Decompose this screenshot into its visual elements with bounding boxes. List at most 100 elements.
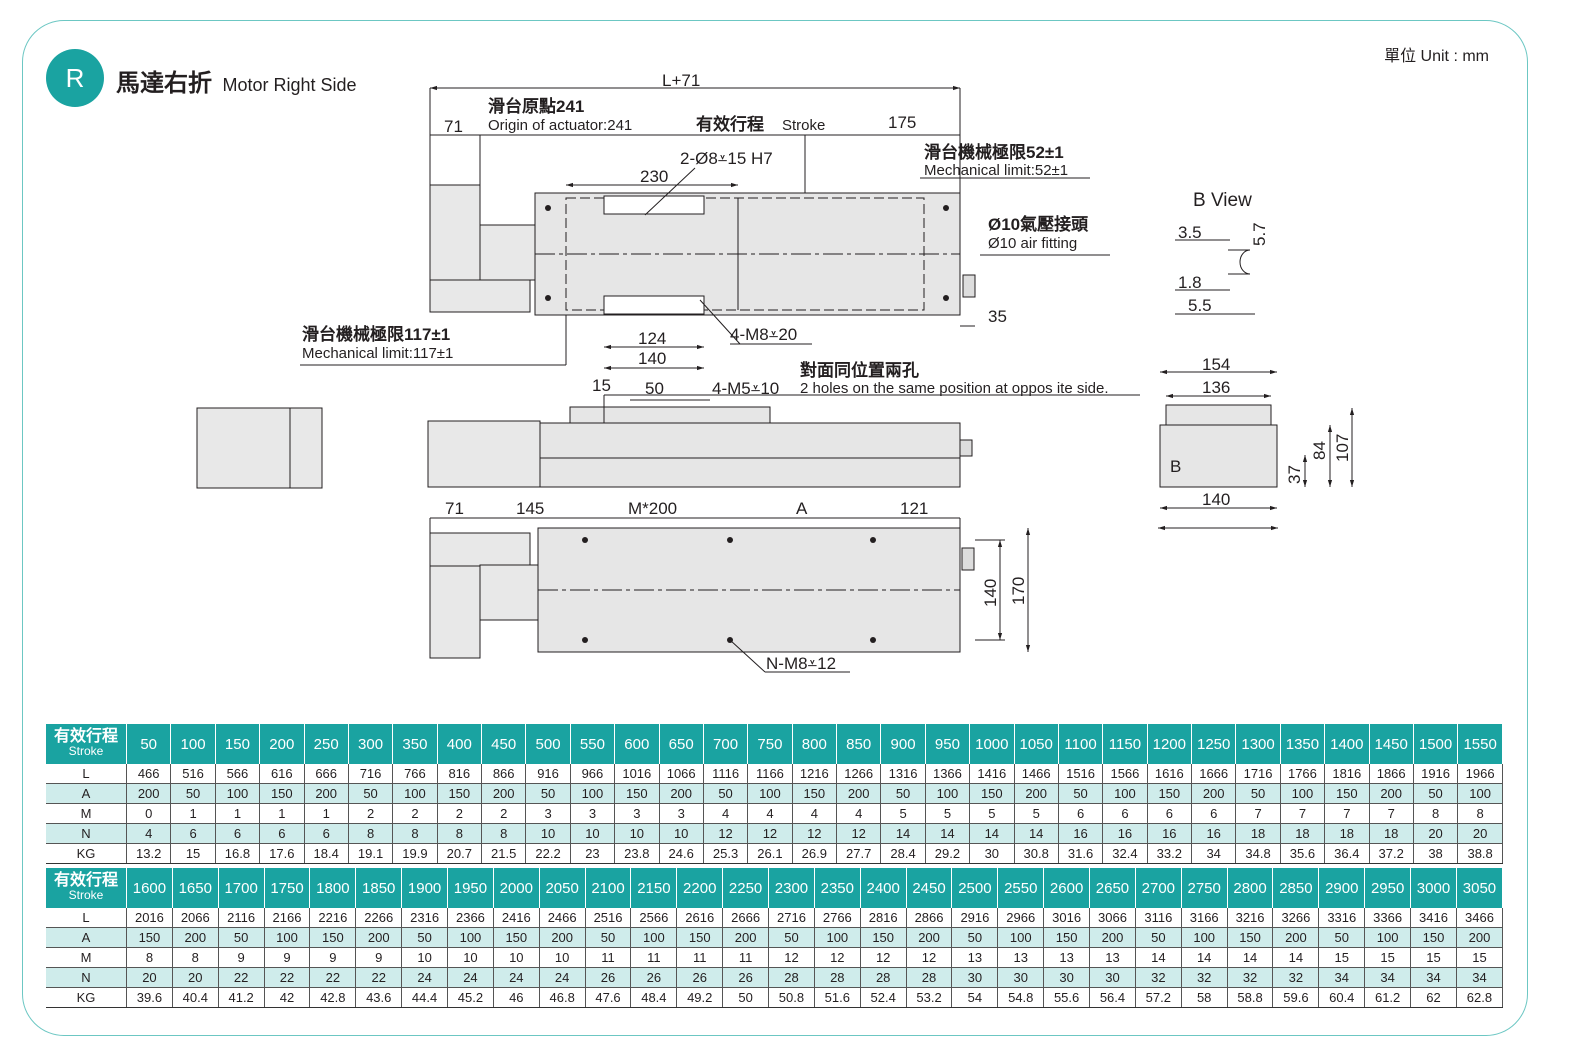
table-cell: 6 [215,823,261,844]
title-zh: 馬達右折 [116,70,212,97]
carriage-slot-top [603,195,705,215]
table-cell: 18.4 [304,843,349,864]
row-label: M [46,803,127,824]
table-cell: 20 [1413,823,1459,844]
label-p71: 71 [445,499,464,518]
table-cell: 13 [997,947,1045,968]
table-cell: 22 [355,967,403,988]
table-cell: 50 [401,927,449,948]
table-cell: 3 [525,803,571,824]
table-cell: 200 [1369,783,1414,804]
table-cell: 28.4 [880,843,926,864]
table-cell: 22 [309,967,357,988]
label-p121: 121 [900,499,928,518]
table-cell: 4 [747,803,793,824]
table-cell: 10 [493,947,540,968]
table-cell: 13 [951,947,999,968]
stroke-value: 1300 [1235,724,1281,764]
label-m5: 4-M5⩡10 [712,379,779,398]
stroke-header-zh: 有效行程 [53,872,118,889]
table-cell: 26.9 [792,843,838,864]
stroke-value: 1750 [264,868,311,908]
table-cell: 61.2 [1364,987,1412,1008]
table-cell: 3266 [1272,908,1320,928]
stroke-value: 1350 [1280,724,1326,764]
label-l71: L+71 [662,71,700,90]
table-cell: 150 [614,783,660,804]
label-stroke-en: Stroke [782,117,825,134]
label-1-8: 1.8 [1178,273,1202,292]
table-cell: 200 [126,783,172,804]
table-cell: 16 [1147,823,1193,844]
table-cell: 2966 [997,908,1045,928]
table-cell: 54 [951,987,999,1008]
motor-body-bottom [429,565,481,659]
table-cell: 29.2 [925,843,971,864]
label-230: 230 [640,167,668,186]
table-cell: 50 [1058,783,1104,804]
stroke-value: 2550 [997,868,1045,908]
table-cell: 32.4 [1102,843,1148,864]
stroke-value: 2000 [493,868,540,908]
table-cell: 26 [585,967,632,988]
stroke-value: 50 [126,724,172,764]
table-cell: 100 [1102,783,1148,804]
label-air-en: Ø10 air fitting [988,235,1077,252]
table-cell: 4 [703,803,749,824]
table-cell: 14 [969,823,1015,844]
stroke-value: 1250 [1191,724,1237,764]
table-cell: 3316 [1318,908,1366,928]
table-cell: 24 [493,967,540,988]
table-cell: 38.8 [1457,843,1503,864]
stroke-value: 2800 [1227,868,1274,908]
table-cell: 13 [1089,947,1136,968]
label-mech117-en: Mechanical limit:117±1 [302,345,453,362]
table-cell: 2716 [768,908,815,928]
stroke-value: 1700 [218,868,265,908]
table-cell: 2666 [722,908,770,928]
table-cell: 1216 [792,764,838,784]
table-cell: 59.6 [1272,987,1320,1008]
table-cell: 150 [259,783,305,804]
table-cell: 23.8 [614,843,660,864]
table-cell: 2516 [585,908,632,928]
table-cell: 50 [880,783,926,804]
label-136: 136 [1202,378,1230,397]
stroke-value: 1550 [1457,724,1503,764]
air-fitting [962,274,976,298]
table-cell: 2266 [355,908,403,928]
label-35: 35 [988,307,1007,326]
stroke-value: 400 [437,724,483,764]
table-cell: 2816 [860,908,907,928]
table-cell: 62 [1410,987,1457,1008]
table-cell: 2316 [401,908,449,928]
label-m8: 4-M8⩡20 [730,325,797,344]
stroke-value: 1650 [172,868,219,908]
table-cell: 4 [126,823,172,844]
table-cell: 566 [215,764,261,784]
table-cell: 42 [264,987,311,1008]
row-label: N [46,823,127,844]
table-cell: 50 [768,927,815,948]
stroke-value: 950 [925,724,971,764]
table-cell: 15 [1364,947,1412,968]
stroke-value: 2350 [814,868,861,908]
table-cell: 56.4 [1089,987,1136,1008]
table-cell: 1016 [614,764,660,784]
actuator-body-side [539,422,961,488]
table-cell: 14 [1014,823,1059,844]
table-cell: 33.2 [1147,843,1193,864]
table-cell: 34 [1410,967,1457,988]
stroke-value: 2100 [585,868,632,908]
stroke-value: 1050 [1014,724,1059,764]
table-cell: 12 [747,823,793,844]
table-cell: 14 [1227,947,1274,968]
label-140: 140 [638,349,666,368]
table-cell: 2216 [309,908,357,928]
page-title: 馬達右折 Motor Right Side [116,63,357,98]
table-cell: 28 [860,967,907,988]
